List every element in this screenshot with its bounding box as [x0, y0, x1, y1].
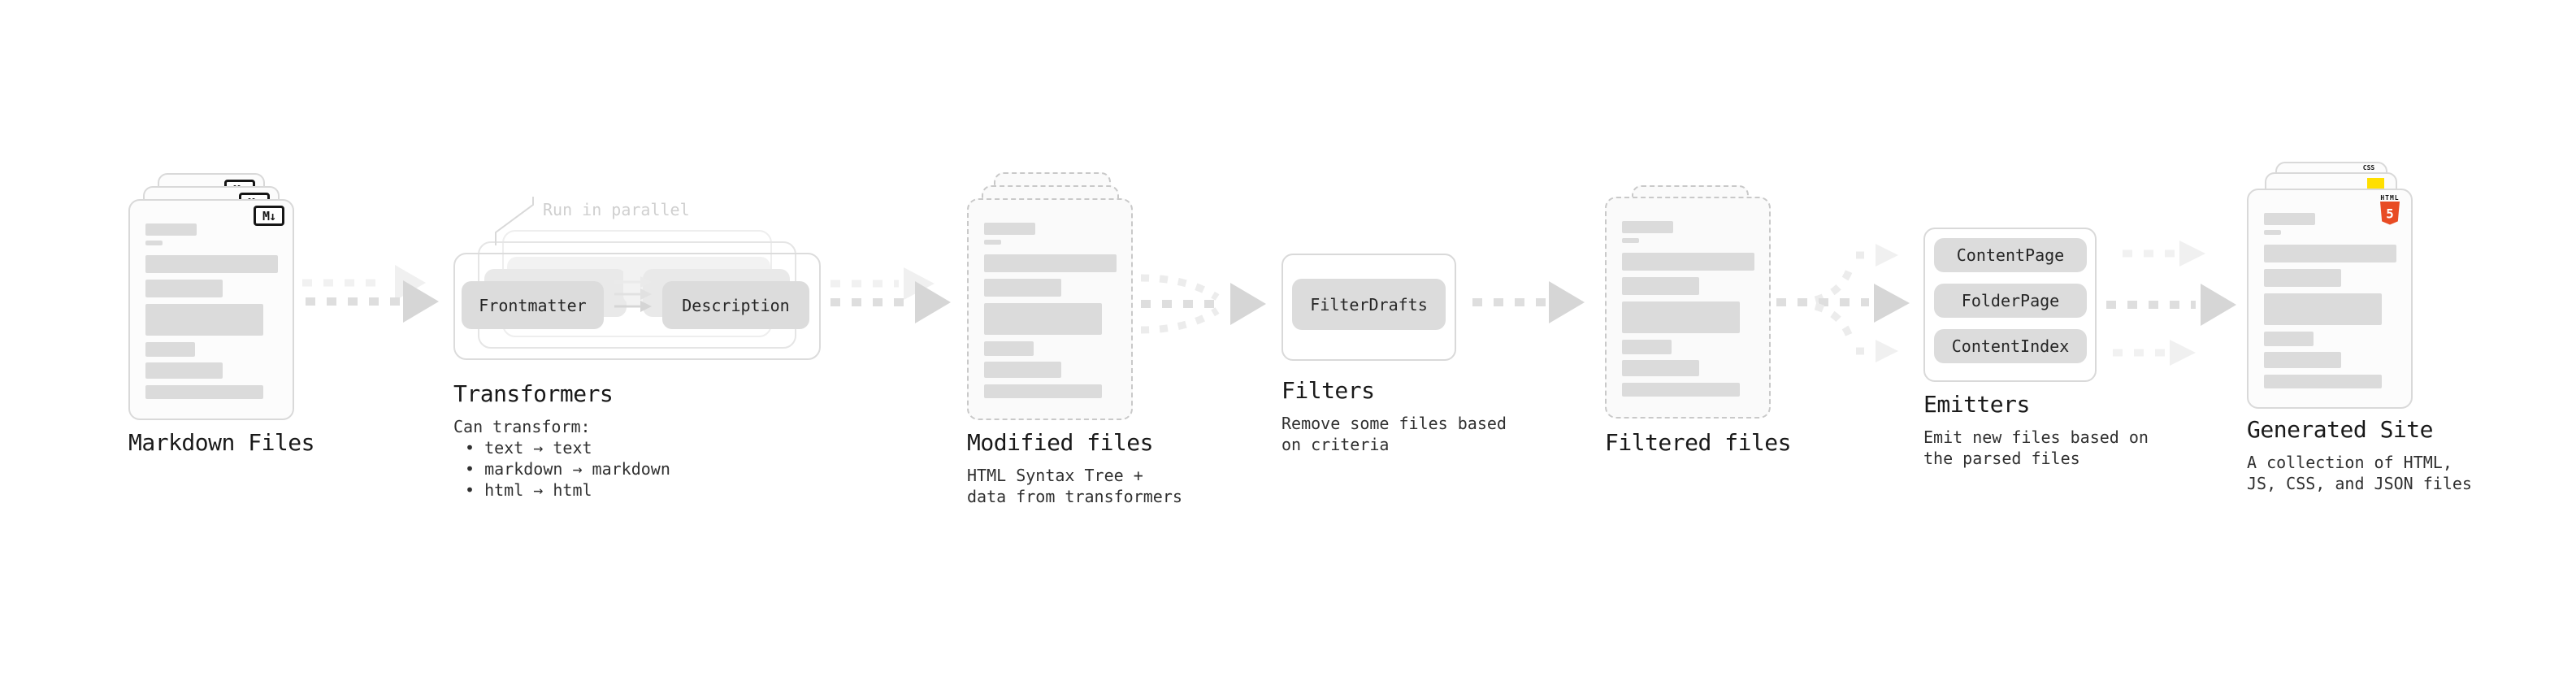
emitters-panel: ContentPage FolderPage ContentIndex: [1923, 228, 2097, 382]
emitter-box-label: FolderPage: [1961, 291, 2060, 310]
run-in-parallel-annotation: Run in parallel: [543, 200, 690, 219]
transformer-box-label: Description: [682, 295, 790, 315]
flow-arrow-markdown-to-transformers: [302, 265, 439, 323]
stage-description-line: Remove some files based: [1281, 414, 1507, 433]
stage-description-line: the parsed files: [1923, 449, 2080, 468]
stage-description: Emit new files based on the parsed files: [1923, 427, 2149, 469]
stage-description-line: data from transformers: [967, 487, 1182, 506]
stage-description-line: Can transform:: [453, 417, 591, 436]
document-content-placeholder: [130, 201, 293, 399]
document-content-placeholder: [2249, 190, 2411, 388]
css-icon-label: CSS: [2362, 164, 2375, 171]
filtered-files-label: Filtered files: [1605, 429, 1792, 457]
flow-arrow-modified-to-filters: [1140, 274, 1266, 334]
html5-icon-number: 5: [2386, 206, 2393, 221]
filter-box-label: FilterDrafts: [1310, 294, 1428, 314]
html5-icon-word: HTML: [2380, 194, 2400, 202]
generated-site-label: Generated Site A collection of HTML, JS,…: [2247, 416, 2472, 494]
stage-description-line: JS, CSS, and JSON files: [2247, 474, 2472, 493]
stage-description: Can transform: • text → text • markdown …: [453, 416, 670, 501]
emitters-label: Emitters Emit new files based on the par…: [1923, 391, 2149, 469]
stage-title: Filters: [1281, 377, 1375, 404]
stage-description: HTML Syntax Tree + data from transformer…: [967, 465, 1182, 507]
modified-file-card: [967, 198, 1133, 420]
flow-arrow-emitters-to-generated: [2106, 241, 2236, 366]
transformer-frame-front: [453, 253, 821, 360]
stage-description-line: • html → html: [465, 480, 592, 500]
html5-icon-shield: 5: [2380, 202, 2400, 225]
flow-arrow-filters-to-filtered: [1472, 281, 1585, 323]
emitter-box-folderpage: FolderPage: [1934, 284, 2087, 318]
stage-description-line: • text → text: [465, 438, 592, 458]
stage-title: Filtered files: [1605, 429, 1792, 456]
stage-description: A collection of HTML, JS, CSS, and JSON …: [2247, 452, 2472, 494]
stage-title: Modified files: [967, 429, 1154, 456]
stage-description-line: • markdown → markdown: [465, 459, 670, 479]
document-content-placeholder: [1607, 198, 1769, 397]
stage-title: Emitters: [1923, 391, 2030, 418]
emitter-box-label: ContentPage: [1956, 245, 2065, 265]
filtered-file-card: [1605, 197, 1771, 419]
stage-description-line: on criteria: [1281, 435, 1390, 454]
html5-icon: HTML 5: [2379, 194, 2401, 229]
markdown-icon-label: M↓: [262, 208, 276, 223]
stage-description-line: Emit new files based on: [1923, 427, 2149, 447]
filters-panel: FilterDrafts: [1281, 254, 1456, 361]
emitter-box-contentindex: ContentIndex: [1934, 329, 2087, 363]
stage-description-line: HTML Syntax Tree +: [967, 466, 1143, 485]
generated-file-card: HTML 5: [2247, 189, 2413, 409]
filter-box-filterdrafts: FilterDrafts: [1292, 279, 1446, 330]
filters-label: Filters Remove some files based on crite…: [1281, 377, 1507, 455]
document-content-placeholder: [969, 200, 1131, 398]
modified-files-label: Modified files HTML Syntax Tree + data f…: [967, 429, 1182, 507]
flow-arrow-filtered-to-emitters: [1776, 244, 1910, 362]
stage-description-line: A collection of HTML,: [2247, 453, 2452, 472]
transformer-box-frontmatter: Frontmatter: [462, 281, 604, 329]
emitter-box-label: ContentIndex: [1951, 336, 2070, 356]
transformer-box-label: Frontmatter: [479, 295, 587, 315]
emitter-box-contentpage: ContentPage: [1934, 238, 2087, 272]
stage-title: Transformers: [453, 380, 614, 407]
stage-description: Remove some files based on criteria: [1281, 413, 1507, 455]
js-icon: [2367, 178, 2384, 189]
stage-title: Markdown Files: [128, 429, 315, 456]
transformers-label: Transformers Can transform: • text → tex…: [453, 380, 670, 501]
flow-arrow-transformers-to-modified: [830, 267, 951, 323]
markdown-icon: M↓: [254, 206, 284, 226]
markdown-files-label: Markdown Files: [128, 429, 315, 457]
markdown-file-card: M↓: [128, 199, 294, 420]
stage-title: Generated Site: [2247, 416, 2434, 443]
transformer-box-description: Description: [662, 281, 809, 329]
